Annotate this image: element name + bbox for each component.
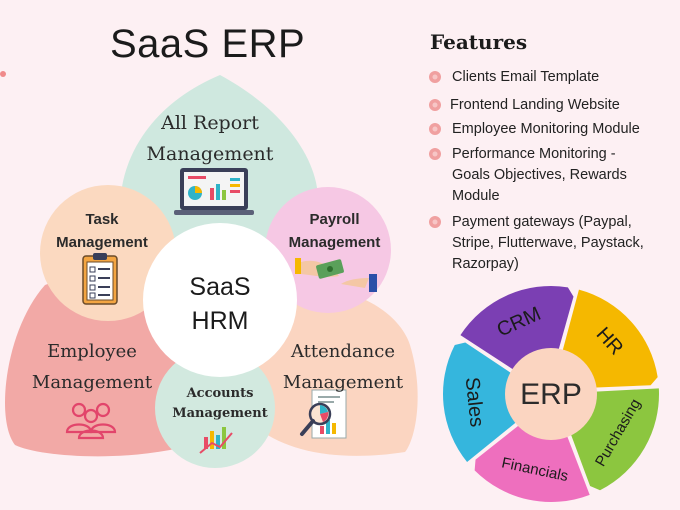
flower-bullet-icon <box>429 216 441 228</box>
erp-segment-sales <box>443 342 520 462</box>
flower-bullet-icon <box>429 99 441 111</box>
people-icon <box>65 402 117 440</box>
flower-bullet-icon <box>429 148 441 160</box>
magnifier-report-icon <box>300 389 347 439</box>
clipboard-task-icon <box>82 253 118 305</box>
task-circle <box>40 185 176 321</box>
hand-money-icon <box>295 258 377 292</box>
erp-segment-label-sales: Sales <box>461 376 488 428</box>
decorative-dot <box>0 71 6 77</box>
flower-bullet-icon <box>429 71 441 83</box>
accounts-chart-icon <box>199 427 233 454</box>
page-title: SaaS ERP <box>110 22 306 66</box>
erp-segment-financials <box>474 422 590 502</box>
erp-segment-hr <box>561 289 658 388</box>
laptop-report-icon <box>174 168 254 215</box>
flower-bullet-icon <box>429 123 441 135</box>
center-circle <box>143 223 297 377</box>
features-heading: Features <box>430 30 528 54</box>
erp-center-circle <box>505 348 597 440</box>
erp-center-label: ERP <box>520 378 582 411</box>
accounts-circle <box>155 348 275 468</box>
hrm-diagram <box>5 75 418 468</box>
